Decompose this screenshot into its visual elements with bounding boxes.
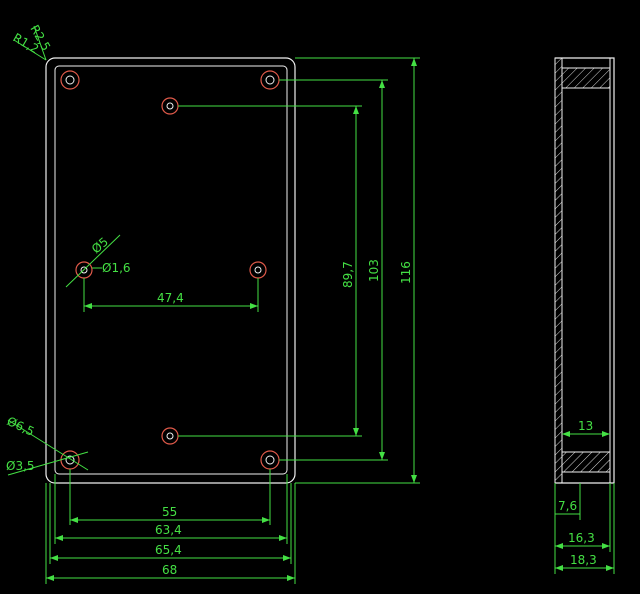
- corner-screw-boss: [260, 70, 280, 90]
- corner-screw-boss: [260, 450, 280, 470]
- enclosure-inner-outline: [54, 65, 288, 475]
- pcb-hole-spacing-x-label: 47,4: [157, 291, 184, 305]
- side-bottom-rim: [561, 451, 611, 473]
- corner-boss-hole-leader: [7, 451, 89, 476]
- side-view: 13 7,6 16,3 18,3: [554, 57, 615, 574]
- corner-screw-boss: [60, 70, 80, 90]
- pcb-mount-boss: [161, 97, 179, 115]
- side-body-depth-label: 16,3: [568, 531, 595, 545]
- boss-outer-dia-label: Ø5: [89, 235, 111, 257]
- pcb-mount-boss: [161, 427, 179, 445]
- side-top-rim: [561, 67, 611, 89]
- inner-width-label: 63,4: [155, 523, 182, 537]
- boss-hole-dia-label: Ø1,6: [102, 261, 131, 275]
- pcb-hole-spacing-y-label: 89,7: [341, 261, 355, 288]
- corner-boss-outer-dia-label: Ø6,5: [5, 414, 37, 439]
- corner-hole-spacing-x-label: 55: [162, 505, 177, 519]
- front-view: R2,5 R1,2 Ø5 Ø1,6 Ø6,5 Ø3,5 47,4 89,7 10…: [5, 23, 420, 584]
- corner-screw-boss: [60, 450, 80, 470]
- boss-dia-leader: [65, 234, 121, 288]
- side-outline: [555, 57, 615, 484]
- enclosure-outer-outline: [45, 57, 296, 484]
- overall-height-label: 116: [399, 261, 413, 284]
- wall-width-label: 65,4: [155, 543, 182, 557]
- corner-boss-dia-leader: [7, 419, 89, 471]
- corner-hole-spacing-y-label: 103: [367, 259, 381, 282]
- radius-leader-inner: [13, 39, 47, 61]
- side-wall-section: [554, 57, 563, 484]
- corner-boss-hole-dia-label: Ø3,5: [6, 459, 35, 473]
- pcb-mount-boss: [249, 261, 267, 279]
- side-overall-depth-label: 18,3: [570, 553, 597, 567]
- side-rim-depth-label: 7,6: [558, 499, 577, 513]
- overall-width-label: 68: [162, 563, 177, 577]
- side-inner-depth-label: 13: [578, 419, 593, 433]
- radius-leader-outer: [33, 25, 47, 61]
